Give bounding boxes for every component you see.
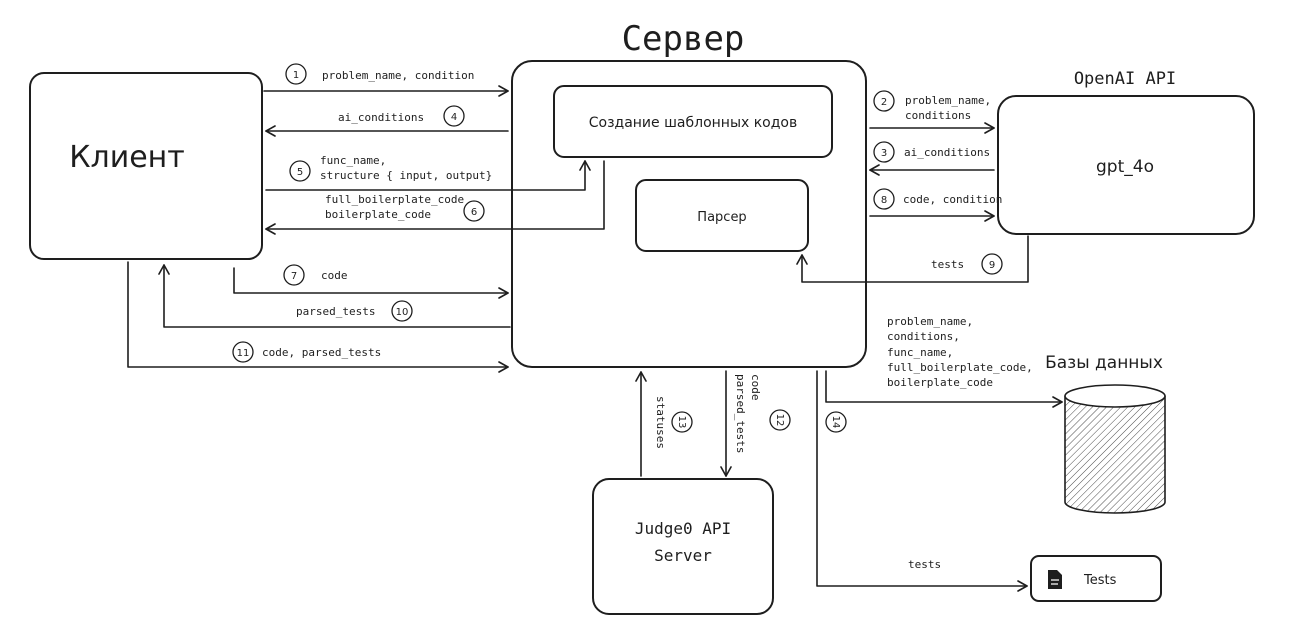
svg-text:full_boilerplate_code: full_boilerplate_code [325,193,464,206]
svg-text:statuses: statuses [654,396,667,449]
svg-text:code, parsed_tests: code, parsed_tests [262,346,381,359]
svg-text:14: 14 [830,416,841,429]
gpt-node: gpt_4o [997,95,1255,235]
svg-text:problem_name,: problem_name, [887,315,973,328]
edge-9: 9 tests [796,235,1029,283]
svg-text:problem_name,: problem_name, [905,94,991,107]
svg-text:structure { input, output}: structure { input, output} [320,169,492,182]
svg-text:9: 9 [989,260,995,271]
svg-text:8: 8 [881,195,887,206]
svg-text:boilerplate_code: boilerplate_code [325,208,431,221]
edge-1: 1 problem_name, condition [263,63,509,97]
edge-13: statuses 13 [635,371,693,477]
svg-text:code, condition: code, condition [903,193,1002,206]
client-node: Клиент [29,72,263,260]
svg-text:12: 12 [774,414,785,427]
svg-text:func_name,: func_name, [887,346,953,359]
edge-tests: tests [816,370,1028,592]
svg-text:problem_name, condition: problem_name, condition [322,69,474,82]
tests-node: Tests [1030,555,1162,602]
judge0-label-line1: Judge0 API [635,519,731,538]
svg-text:4: 4 [451,112,457,123]
tests-label: Tests [1083,573,1117,588]
templates-label: Создание шаблонных кодов [589,115,798,131]
svg-text:full_boilerplate_code,: full_boilerplate_code, [887,361,1033,374]
edge-2: 2 problem_name, conditions [869,90,995,134]
edge-8: 8 code, condition [869,188,1002,222]
client-label: Клиент [69,140,185,175]
openai-title: OpenAI API [1074,69,1176,89]
svg-text:1: 1 [293,70,299,81]
svg-text:tests: tests [908,558,941,571]
edge-6: 6 full_boilerplate_code boilerplate_code [265,160,605,235]
svg-text:5: 5 [297,167,303,178]
svg-text:10: 10 [396,307,409,318]
database-node [1064,384,1166,514]
svg-text:ai_conditions: ai_conditions [904,146,990,159]
svg-text:code: code [321,269,348,282]
edge-4: 4 ai_conditions [265,105,509,137]
svg-text:ai_conditions: ai_conditions [338,111,424,124]
edge-14: problem_name, conditions, func_name, ful… [825,315,1063,433]
svg-text:3: 3 [881,148,887,159]
edge-11: 11 code, parsed_tests [127,261,509,373]
edge-7: 7 code [233,264,509,299]
judge0-node: Judge0 API Server [592,478,774,615]
gpt-label: gpt_4o [1096,157,1154,177]
svg-text:13: 13 [676,416,687,429]
svg-text:6: 6 [471,207,477,218]
templates-node [553,85,833,158]
svg-text:conditions: conditions [905,109,971,122]
svg-text:11: 11 [237,348,250,359]
svg-text:7: 7 [291,271,297,282]
parser-label: Парсер [697,210,746,225]
edge-5: 5 func_name, structure { input, output} [265,154,591,191]
svg-text:conditions,: conditions, [887,330,960,343]
database-title: Базы данных [1045,353,1163,373]
svg-text:2: 2 [881,97,887,108]
edge-12: code parsed_tests 12 [720,370,791,477]
diagram-title: Сервер [622,19,745,59]
svg-text:tests: tests [931,258,964,271]
server-node: Создание шаблонных кодов Парсер [511,60,867,368]
edge-10: 10 parsed_tests [158,264,511,328]
svg-text:code: code [749,374,762,401]
edge-3: 3 ai_conditions [869,141,995,176]
parser-node [635,179,809,252]
svg-text:parsed_tests: parsed_tests [734,374,747,453]
svg-text:func_name,: func_name, [320,154,386,167]
file-icon [1048,570,1062,589]
svg-text:boilerplate_code: boilerplate_code [887,376,993,389]
judge0-label-line2: Server [654,546,712,565]
svg-text:parsed_tests: parsed_tests [296,305,375,318]
